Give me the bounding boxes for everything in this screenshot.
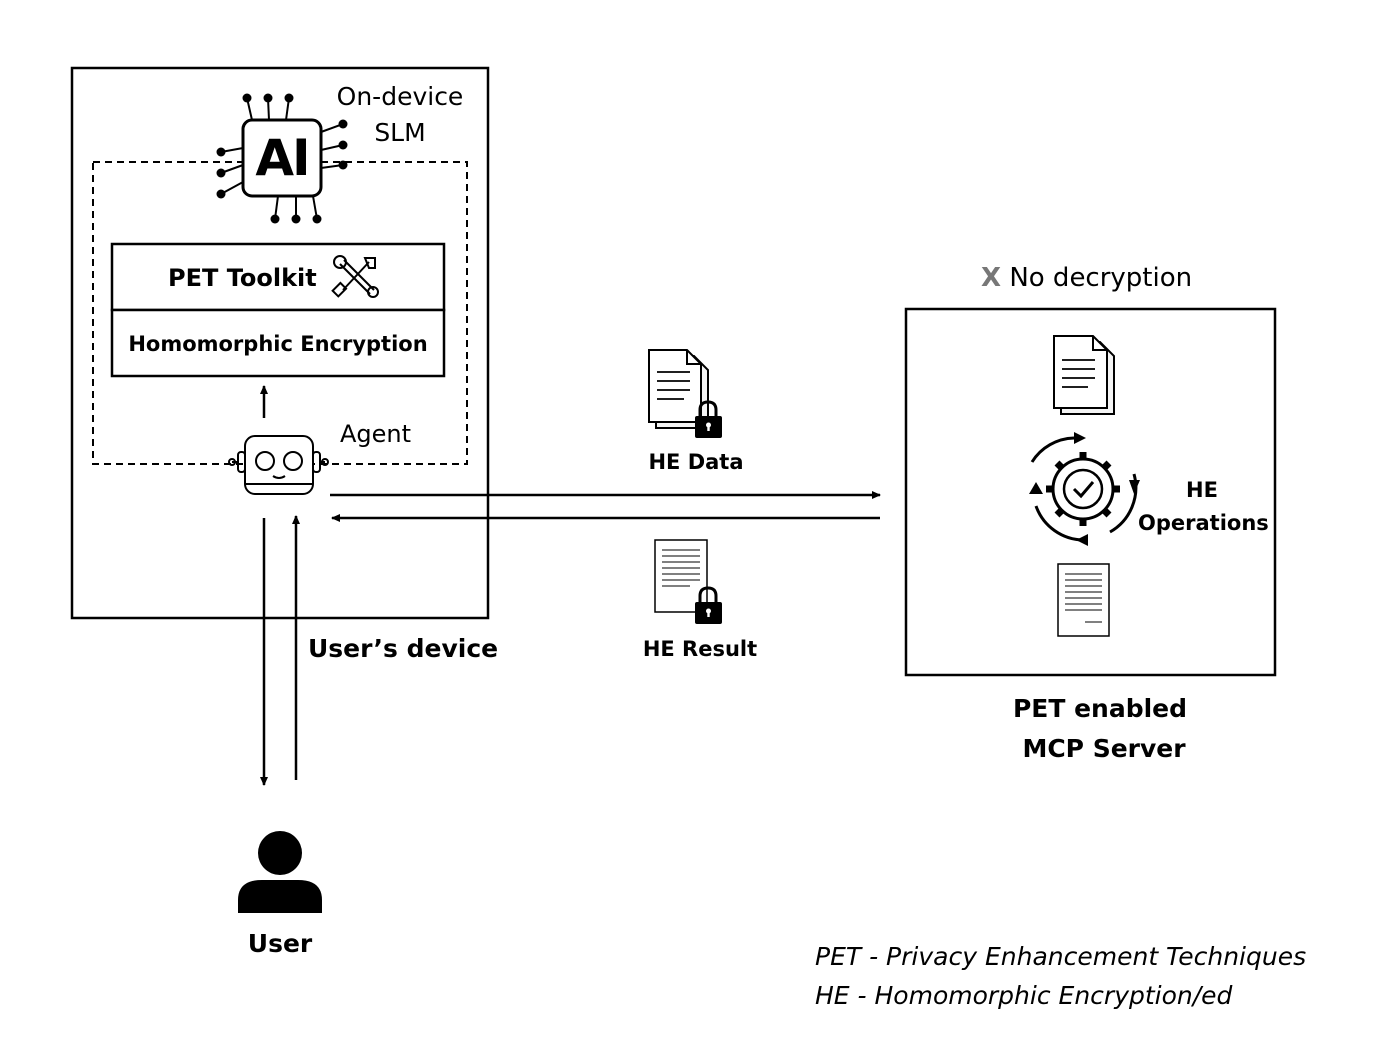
no-decryption-note: X No decryption	[981, 261, 1192, 295]
homomorphic-encryption-box	[110, 308, 446, 378]
homomorphic-encryption-label: Homomorphic Encryption	[128, 332, 428, 356]
gear-process-icon	[1029, 432, 1140, 546]
ai-chip-icon	[216, 93, 348, 224]
he-data-label: HE Data	[648, 450, 744, 474]
lock-icon	[695, 400, 722, 438]
result-document-icon	[1057, 563, 1110, 637]
encrypted-document-icon	[648, 349, 709, 429]
robot-icon	[228, 435, 329, 495]
encrypted-result-icon	[654, 539, 708, 613]
user-label: User	[247, 929, 313, 958]
legend-he: HE - Homomorphic Encryption/ed	[815, 981, 1233, 1010]
x-mark: X	[981, 263, 1002, 293]
slm-label-line1: On-device	[336, 82, 464, 111]
slm-label-line2: SLM	[374, 118, 426, 147]
tools-icon	[331, 255, 379, 298]
server-name-line2: MCP Server	[1022, 734, 1186, 763]
server-name-line1: PET enabled	[1012, 694, 1188, 723]
document-icon	[1053, 335, 1115, 415]
he-result-label: HE Result	[642, 637, 758, 661]
user-device-label: User’s device	[308, 634, 499, 663]
mcp-server-box	[904, 307, 1277, 677]
he-operations-line1: HE	[1186, 478, 1218, 502]
pet-toolkit-label: PET Toolkit	[168, 264, 317, 292]
legend-pet: PET - Privacy Enhancement Techniques	[815, 942, 1307, 971]
pet-toolkit-box	[110, 242, 446, 312]
no-decryption-text: No decryption	[1009, 263, 1193, 293]
he-operations-line2: Operations	[1138, 511, 1269, 535]
ai-chip-text: AI	[255, 129, 310, 187]
user-device-box	[70, 66, 490, 620]
agent-label: Agent	[340, 420, 412, 448]
user-person-icon	[238, 831, 322, 913]
lock-icon	[695, 586, 722, 624]
